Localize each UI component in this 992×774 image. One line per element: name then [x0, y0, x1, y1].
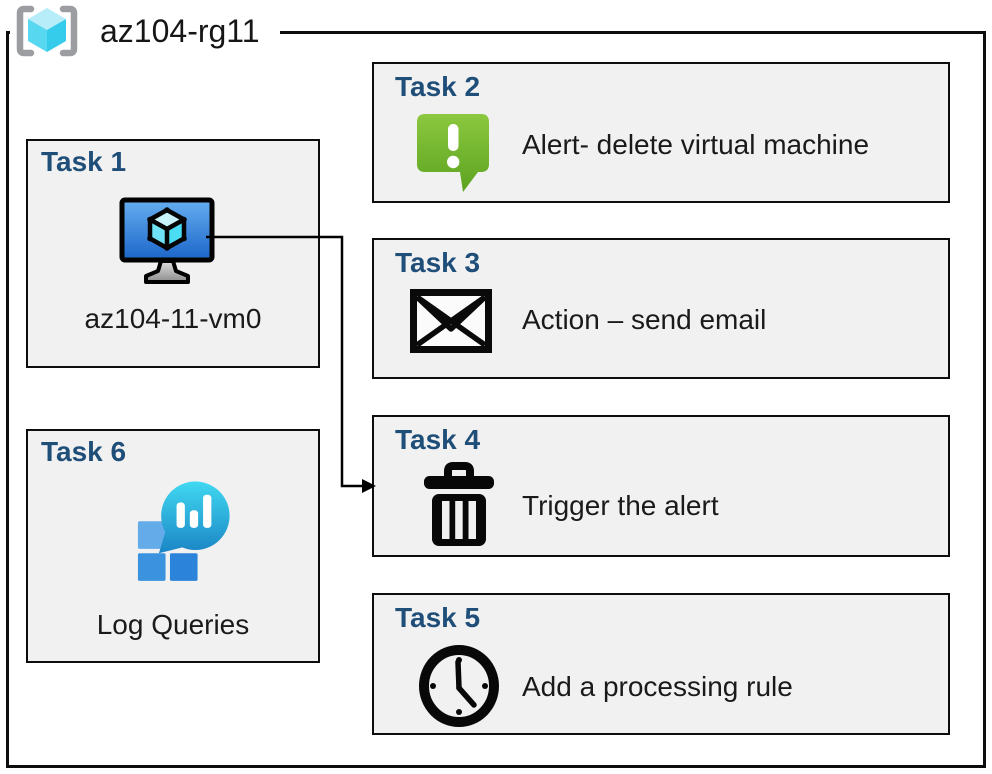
- task-5-label: Add a processing rule: [522, 671, 793, 702]
- resource-group-header: az104-rg11: [10, 2, 280, 60]
- task-6-title: Task 6: [41, 436, 127, 467]
- virtual-machine-icon: [119, 197, 215, 284]
- task-4-label: Trigger the alert: [522, 490, 719, 521]
- task-5-title: Task 5: [395, 602, 481, 633]
- task-3-box: Task 3 Action – send email: [372, 238, 950, 379]
- task-1-box: Task 1 az104-11-vm0: [26, 139, 320, 368]
- task-4-title: Task 4: [395, 424, 481, 455]
- resource-group-title: az104-rg11: [100, 12, 260, 49]
- task-6-label: Log Queries: [96, 609, 250, 640]
- task-5-box: Task 5 Add a processing rule: [372, 593, 950, 735]
- resource-group-frame: [6, 31, 986, 768]
- log-queries-icon: [137, 481, 230, 581]
- task-6-box: Task 6 Log Queries: [26, 429, 320, 663]
- task-2-label: Alert- delete virtual machine: [522, 129, 870, 160]
- task-3-title: Task 3: [395, 247, 481, 278]
- task-1-label: az104-11-vm0: [84, 303, 262, 334]
- clock-icon: [419, 645, 499, 727]
- trash-icon: [424, 462, 494, 546]
- email-icon: [410, 289, 492, 353]
- task-3-label: Action – send email: [522, 304, 767, 335]
- alert-icon: [417, 114, 489, 192]
- task-4-box: Task 4 Trigger the alert: [372, 415, 950, 557]
- task-2-box: Task 2 Alert- delete virtual machine: [372, 62, 950, 203]
- task-2-title: Task 2: [395, 71, 481, 102]
- task-1-title: Task 1: [41, 146, 127, 177]
- resource-group-icon: [16, 5, 78, 57]
